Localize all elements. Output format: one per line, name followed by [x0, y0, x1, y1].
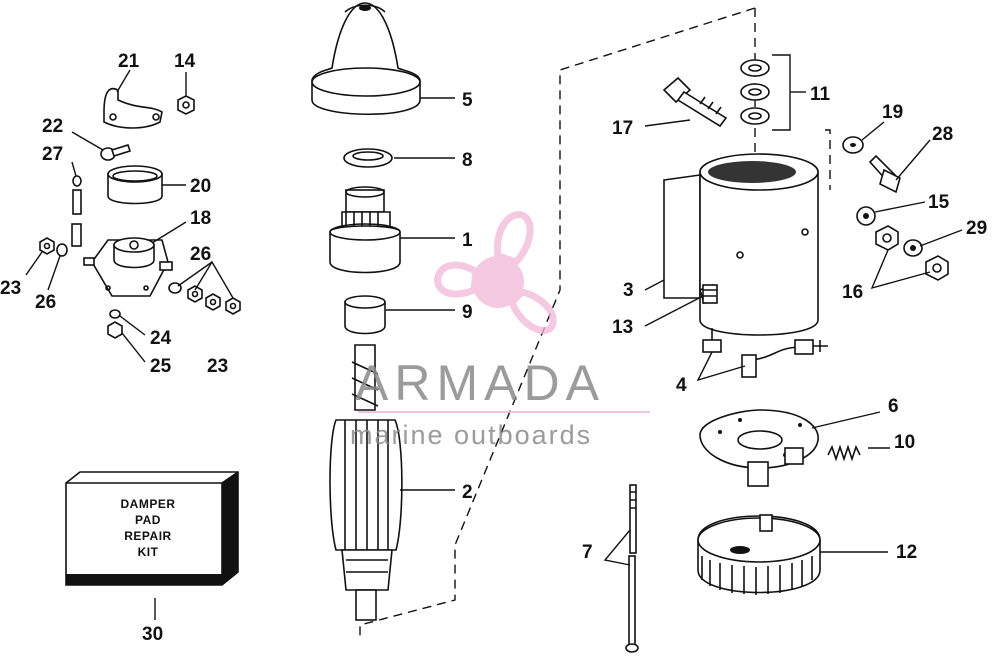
label-17: 17	[612, 118, 633, 139]
label-14: 14	[174, 51, 196, 72]
label-30: 30	[142, 624, 163, 645]
label-23-left: 23	[0, 278, 21, 299]
label-16: 16	[842, 282, 863, 303]
watermark-tagline: marine outboards	[350, 420, 592, 450]
label-9: 9	[462, 302, 473, 323]
part-6-brush-plate	[699, 409, 819, 487]
label-25: 25	[150, 356, 172, 377]
part-18-solenoid	[83, 237, 173, 297]
label-28: 28	[932, 124, 953, 145]
label-15: 15	[928, 192, 950, 213]
label-19: 19	[882, 102, 903, 123]
part-29-washer	[903, 239, 923, 257]
label-24: 24	[150, 328, 172, 349]
watermark-brand: ARMADA	[355, 355, 605, 411]
label-11: 11	[810, 84, 831, 105]
part-9-bushing	[344, 295, 386, 335]
part-13-terminal	[702, 284, 718, 304]
part-25-nut	[107, 321, 123, 339]
label-6: 6	[888, 396, 899, 417]
part-26-washer-left	[56, 243, 68, 257]
armada-logo-propeller	[434, 211, 557, 334]
label-13: 13	[612, 317, 633, 338]
kit-label-line1: DAMPER	[120, 497, 175, 511]
part-20-sleeve	[107, 165, 163, 205]
label-7: 7	[582, 542, 593, 563]
part-16-nuts	[875, 225, 949, 281]
part-30-repair-kit	[65, 471, 239, 586]
label-2: 2	[462, 482, 473, 503]
label-21: 21	[118, 51, 140, 72]
kit-label-line4: KIT	[138, 545, 159, 559]
label-5: 5	[462, 90, 473, 111]
label-4: 4	[676, 375, 687, 396]
part-19-washer	[842, 136, 864, 154]
part-14-nut	[177, 95, 195, 115]
part-15-lock-washer	[856, 206, 876, 226]
leader-lines	[25, 69, 963, 620]
part-8-retainer-ring	[343, 148, 393, 168]
label-27: 27	[42, 144, 63, 165]
part-27-terminal	[71, 175, 82, 247]
part-1-drive-pinion	[329, 186, 401, 274]
label-3: 3	[623, 280, 634, 301]
part-5-boot	[311, 2, 421, 116]
part-17-bolt	[662, 76, 728, 128]
label-12: 12	[896, 542, 917, 563]
part-21-clamp	[103, 87, 163, 129]
part-2-armature	[329, 344, 403, 621]
label-10: 10	[894, 432, 915, 453]
label-1: 1	[462, 230, 473, 251]
part-4-leads	[702, 328, 828, 378]
kit-label-line3: REPAIR	[124, 529, 171, 543]
label-29: 29	[966, 218, 987, 239]
part-23-nut-left	[39, 237, 55, 255]
part-7-thru-bolts	[625, 484, 639, 653]
label-26-right: 26	[190, 244, 211, 265]
label-8: 8	[462, 150, 473, 171]
label-23-right: 23	[207, 356, 228, 377]
label-18: 18	[190, 208, 211, 229]
part-3-motor-frame	[663, 153, 819, 336]
label-20: 20	[190, 176, 211, 197]
part-28-bolt	[868, 154, 901, 194]
label-22: 22	[42, 116, 63, 137]
part-11-washers	[740, 54, 806, 131]
dashed-outline	[359, 7, 831, 640]
watermark: ARMADA marine outboards	[350, 355, 650, 450]
label-26-left: 26	[35, 292, 56, 313]
part-22-screw	[100, 144, 132, 161]
part-10-spring	[827, 444, 861, 462]
part-23-nuts-right	[187, 285, 241, 315]
part-24-lockwasher	[109, 309, 121, 319]
kit-label-line2: PAD	[135, 513, 161, 527]
part-12-end-cap	[697, 514, 821, 595]
